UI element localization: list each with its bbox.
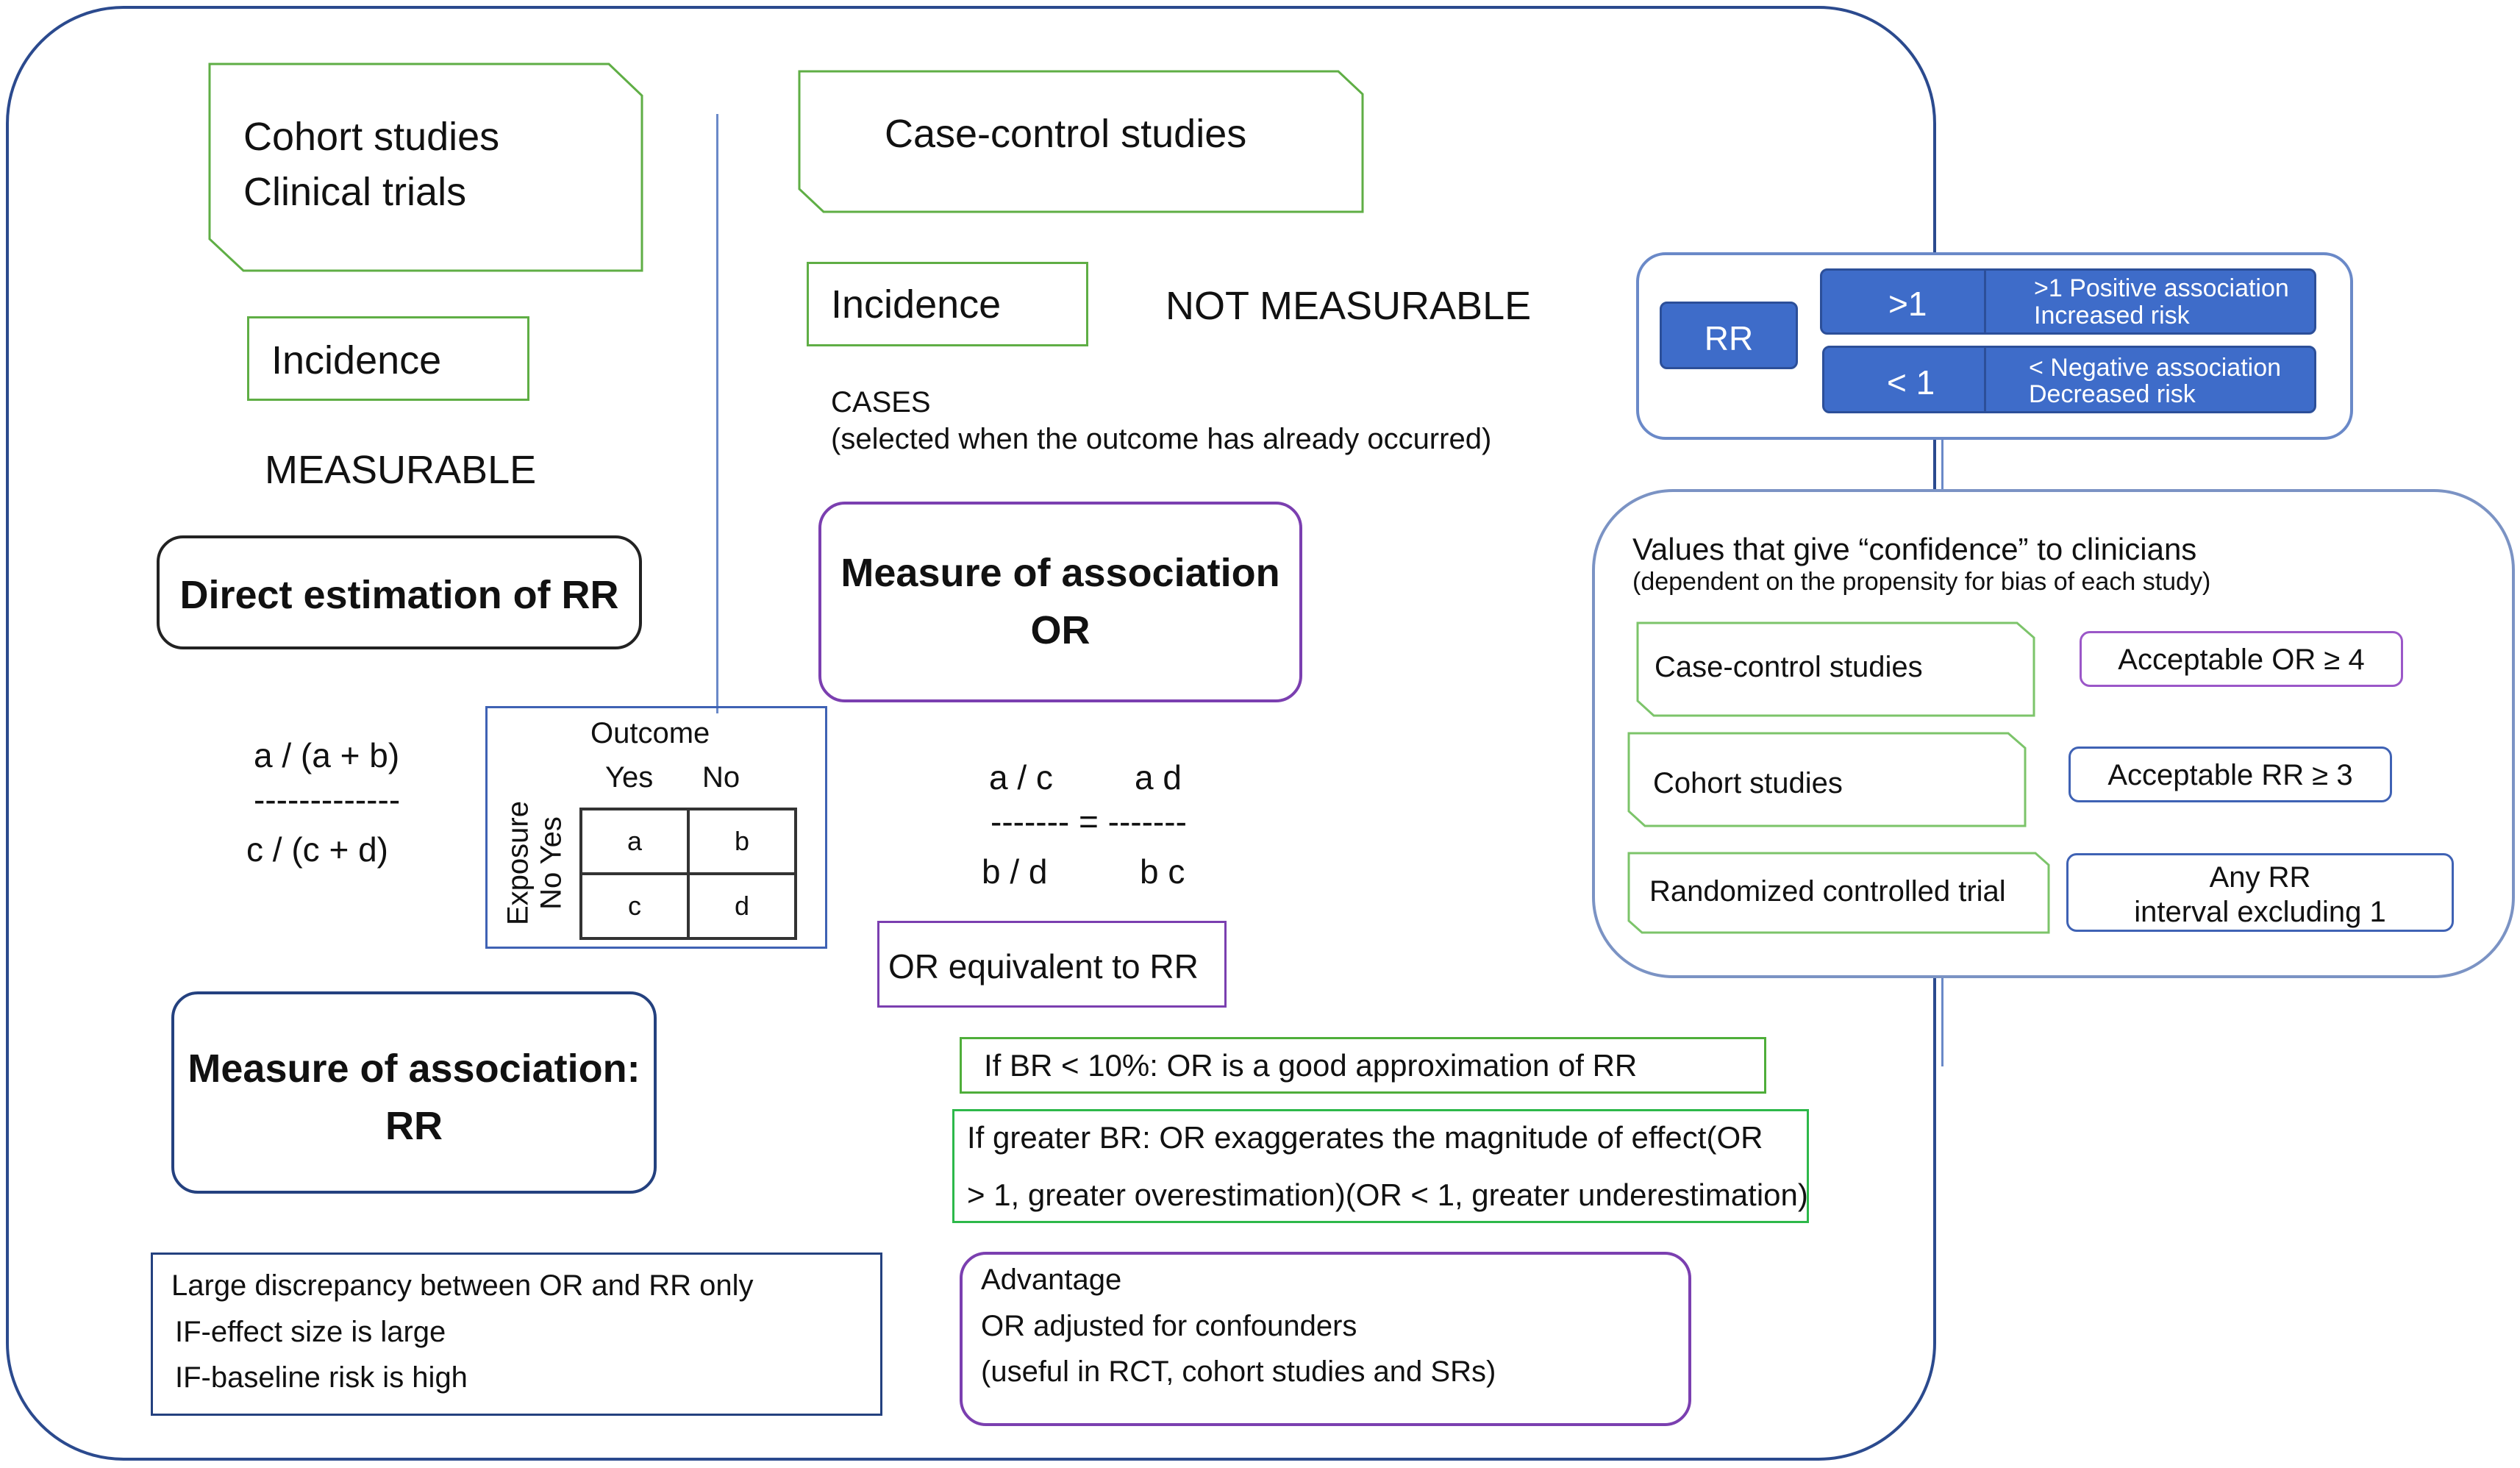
cell-b: b — [687, 808, 797, 875]
cell-d: d — [687, 872, 797, 940]
br-low-box: If BR < 10%: OR is a good approximation … — [960, 1037, 1766, 1094]
confidence-subtitle: (dependent on the propensity for bias of… — [1632, 568, 2211, 596]
row3-value-line2: interval excluding 1 — [2134, 896, 2386, 928]
measure-or-box: Measure of association OR — [818, 502, 1302, 702]
cell-c: c — [579, 872, 690, 940]
advantage-line3: (useful in RCT, cohort studies and SRs) — [981, 1355, 1496, 1388]
or-formula-right-den: b c — [1140, 852, 1185, 891]
row1-study-box: Case-control studies — [1636, 621, 2035, 717]
row3-value-box: Any RR interval excluding 1 — [2066, 853, 2454, 932]
or-formula-left-num: a / c — [989, 758, 1053, 797]
measure-or-line1: Measure of association — [840, 551, 1280, 595]
discrepancy-line1: Large discrepancy between OR and RR only — [171, 1269, 754, 1302]
cell-a: a — [579, 808, 690, 875]
incidence-box-left: Incidence — [247, 316, 529, 401]
br-high-line1: If greater BR: OR exaggerates the magnit… — [967, 1120, 1763, 1155]
lt1-line2: Decreased risk — [2029, 380, 2196, 408]
column-divider — [716, 114, 718, 713]
measure-rr-line2: RR — [385, 1104, 443, 1148]
cohort-studies-label: Cohort studies — [243, 115, 500, 159]
or-equivalent-label: OR equivalent to RR — [888, 947, 1199, 986]
rr-formula-denominator: c / (c + d) — [246, 830, 388, 869]
direct-rr-box: Direct estimation of RR — [157, 535, 642, 649]
row1-value-box: Acceptable OR ≥ 4 — [2080, 631, 2403, 687]
clinical-trials-label: Clinical trials — [243, 170, 467, 214]
cases-description: (selected when the outcome has already o… — [831, 423, 1492, 455]
incidence-label-left: Incidence — [271, 338, 442, 382]
rr-button-label: RR — [1704, 319, 1754, 357]
case-control-label: Case-control studies — [885, 112, 1247, 156]
case-control-box: Case-control studies — [798, 70, 1364, 213]
row1-value-label: Acceptable OR ≥ 4 — [2118, 644, 2365, 676]
lt1-line1: < Negative association — [2029, 354, 2282, 382]
gt1-line1: >1 Positive association — [2034, 274, 2289, 302]
or-formula-left-den: b / d — [982, 852, 1048, 891]
gt1-bar-divider — [1984, 271, 1986, 332]
no-column-header: No — [702, 761, 740, 794]
not-measurable-label: NOT MEASURABLE — [1166, 284, 1532, 328]
row3-value-line1: Any RR — [2209, 861, 2311, 894]
incidence-label-middle: Incidence — [831, 282, 1002, 327]
rr-button: RR — [1660, 302, 1798, 369]
gt1-bar: >1 >1 Positive association Increased ris… — [1820, 268, 2316, 335]
row3-study-box: Randomized controlled trial — [1627, 852, 2050, 934]
cases-label: CASES — [831, 386, 931, 418]
connector-line-bottom — [1941, 978, 1943, 1066]
outcome-header: Outcome — [590, 717, 710, 749]
direct-rr-label: Direct estimation of RR — [179, 573, 619, 617]
or-formula-right-num: a d — [1135, 758, 1182, 797]
gt1-line2: Increased risk — [2034, 302, 2190, 329]
row2-value-box: Acceptable RR ≥ 3 — [2069, 747, 2392, 802]
confidence-title: Values that give “confidence” to clinici… — [1632, 532, 2197, 566]
exposure-label: Exposure — [501, 801, 535, 925]
row2-value-label: Acceptable RR ≥ 3 — [2107, 759, 2353, 791]
row3-study-label: Randomized controlled trial — [1649, 875, 2006, 908]
lt1-symbol: < 1 — [1887, 363, 1935, 402]
or-formula-dividers: ------- = ------- — [990, 802, 1187, 841]
row-labels: No Yes — [535, 816, 568, 910]
yes-column-header: Yes — [605, 761, 654, 794]
br-high-line2: > 1, greater overestimation)(OR < 1, gre… — [967, 1177, 1808, 1212]
measure-rr-line1: Measure of association: — [188, 1047, 640, 1091]
lt1-bar: < 1 < Negative association Decreased ris… — [1822, 346, 2316, 413]
rr-formula-divider: ------------- — [254, 780, 401, 819]
measurable-label: MEASURABLE — [265, 448, 537, 492]
br-high-box: If greater BR: OR exaggerates the magnit… — [952, 1109, 1809, 1223]
advantage-line2: OR adjusted for confounders — [981, 1310, 1357, 1342]
incidence-box-middle: Incidence — [807, 262, 1088, 346]
gt1-symbol: >1 — [1888, 285, 1927, 323]
row2-study-label: Cohort studies — [1653, 767, 1843, 799]
or-equivalent-box: OR equivalent to RR — [877, 921, 1227, 1008]
br-low-label: If BR < 10%: OR is a good approximation … — [984, 1048, 1638, 1083]
advantage-title: Advantage — [981, 1264, 1122, 1296]
advantage-box: Advantage OR adjusted for confounders (u… — [960, 1252, 1691, 1426]
measure-rr-box: Measure of association: RR — [171, 991, 657, 1194]
discrepancy-line3: IF-baseline risk is high — [175, 1361, 468, 1394]
lt1-bar-divider — [1984, 348, 1986, 411]
cohort-studies-box: Cohort studies Clinical trials — [208, 63, 643, 272]
discrepancy-box: Large discrepancy between OR and RR only… — [151, 1253, 882, 1416]
rr-formula-numerator: a / (a + b) — [254, 736, 400, 774]
connector-line-top — [1941, 440, 1943, 491]
discrepancy-line2: IF-effect size is large — [175, 1316, 446, 1348]
row2-study-box: Cohort studies — [1627, 732, 2027, 827]
row1-study-label: Case-control studies — [1655, 651, 1923, 683]
measure-or-line2: OR — [1030, 608, 1091, 652]
